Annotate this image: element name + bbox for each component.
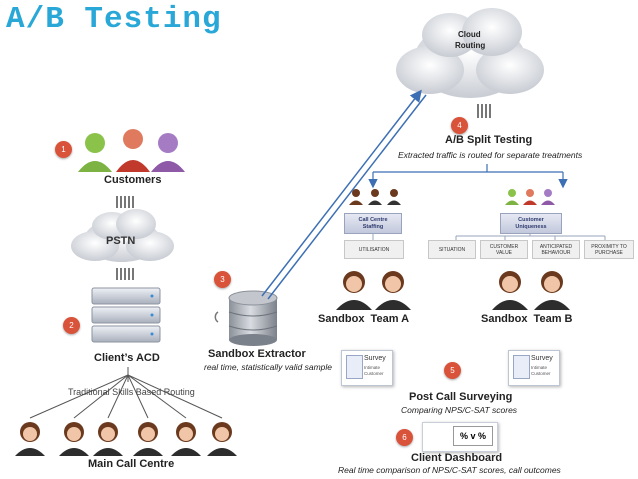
team-b-box-4-line2: PURCHASE (595, 249, 623, 256)
team-a-header-line2: Staffing (362, 223, 384, 230)
page-title: A/B Testing (6, 2, 222, 37)
post-call-sub: Comparing NPS/C-SAT scores (401, 405, 518, 415)
routing-tree-lines (29, 367, 223, 419)
team-a-label: Sandbox Team A (318, 313, 410, 325)
percent-vs-percent: % v % (453, 426, 493, 446)
team-b-agents-icon (492, 271, 570, 310)
survey-title: Survey (531, 355, 553, 362)
step-badge-3: 3 (214, 271, 231, 288)
database-icon (228, 290, 278, 346)
routing-note: Traditional Skills Based Routing (68, 387, 195, 397)
client-dashboard-label: Client Dashboard (411, 452, 503, 464)
main-call-centre-agents-icon (15, 422, 237, 456)
client-dashboard-sub: Real time comparison of NPS/C-SAT scores… (338, 465, 561, 475)
customers-label: Customers (104, 174, 162, 186)
routing-arrow (261, 89, 427, 300)
pstn-label: PSTN (106, 235, 136, 247)
ab-split-sub: Extracted traffic is routed for separate… (398, 150, 583, 160)
server-icon (91, 287, 161, 343)
clipboard-icon (346, 355, 363, 379)
team-a-utilisation: UTILISATION (344, 240, 404, 259)
main-call-centre-label: Main Call Centre (88, 458, 175, 470)
sandbox-extractor-sub: real time, statistically valid sample (204, 362, 333, 372)
cloud-label-2: Routing (455, 41, 486, 50)
org-lines (372, 232, 606, 240)
team-b-header-line1: Customer (518, 216, 544, 223)
team-b-box-4-line1: PROXIMITY TO (591, 243, 627, 250)
clients-acd-label: Client’s ACD (94, 352, 160, 364)
team-b-box-2-line2: VALUE (495, 249, 513, 256)
step-badge-2: 2 (63, 317, 80, 334)
sandbox-extractor-label: Sandbox Extractor (208, 348, 306, 360)
customers-icon (78, 129, 185, 172)
step-badge-4: 4 (451, 117, 468, 134)
team-b-box-1-line1: SITUATION (438, 246, 466, 253)
survey-line1: Intimate (364, 365, 381, 370)
post-call-label: Post Call Surveying (409, 391, 513, 403)
clipboard-icon (513, 355, 530, 379)
cloud-icon (396, 8, 544, 98)
team-b-box-3-line1: ANTICIPATED (539, 243, 573, 250)
split-tree-lines (368, 164, 568, 189)
team-b-people-icon (505, 189, 555, 205)
pstn-cloud-icon (71, 209, 174, 262)
step-badge-5: 5 (444, 362, 461, 379)
signal-bars-icon (116, 104, 491, 280)
team-a-people-icon (349, 189, 401, 205)
team-b-header-line2: Uniqueness (515, 223, 547, 230)
survey-line2: Customer (531, 370, 551, 376)
survey-title: Survey (364, 355, 386, 362)
ab-split-label: A/B Split Testing (445, 134, 533, 146)
cloud-label-1: Cloud (458, 30, 481, 39)
team-a-header-line1: Call Centre (358, 216, 388, 223)
team-b-box-3-line2: BEHAVIOUR (541, 249, 571, 256)
team-a-agents-icon (336, 271, 411, 310)
step-badge-1: 1 (55, 141, 72, 158)
team-b-box-2-line1: CUSTOMER (489, 243, 519, 250)
dashboard-card: % v % (422, 422, 498, 452)
team-b-box-situation: SITUATION (428, 240, 476, 259)
survey-line1: Intimate (531, 365, 548, 370)
step-badge-6: 6 (396, 429, 413, 446)
survey-line2: Customer (364, 370, 384, 376)
team-b-label: Sandbox Team B (481, 313, 573, 325)
